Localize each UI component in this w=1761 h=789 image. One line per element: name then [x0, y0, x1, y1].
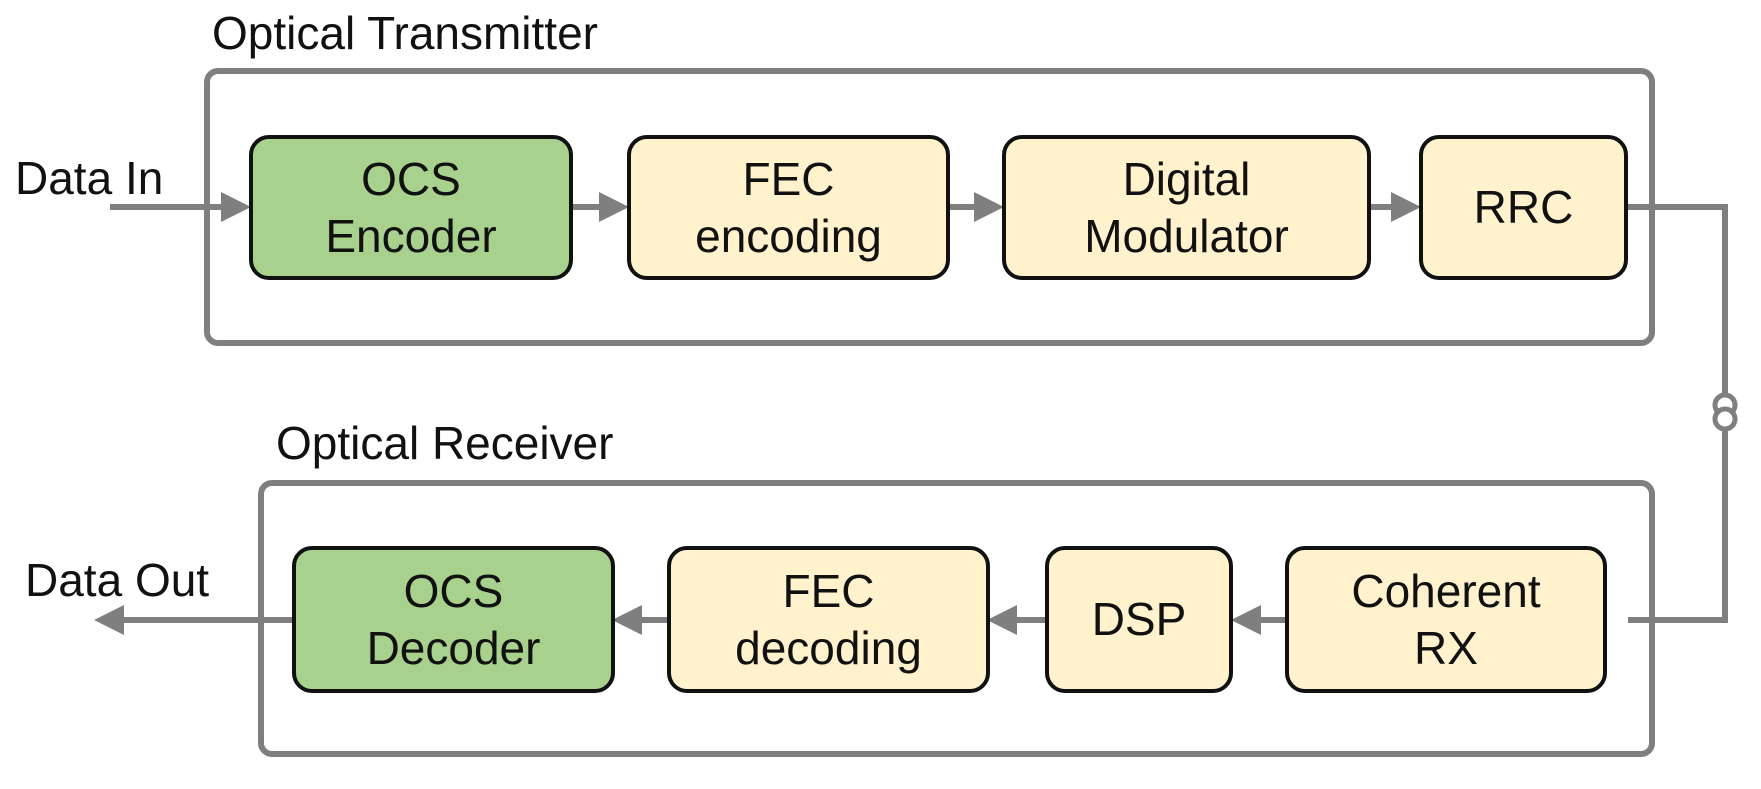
block-label: RRC [1473, 181, 1574, 234]
receiver-frame [258, 480, 1655, 757]
receiver-title: Optical Receiver [276, 417, 614, 469]
block-label: Coherent [1351, 565, 1541, 618]
block-label: Encoder [325, 209, 497, 262]
block-label: DSP [1091, 593, 1187, 646]
block-label: FEC [742, 153, 835, 206]
transmitter-frame [204, 68, 1655, 346]
block-label: encoding [695, 209, 882, 262]
block-label: RX [1414, 621, 1478, 674]
data-in-label: Data In [15, 152, 164, 204]
dsp-block: DSP [1045, 546, 1233, 693]
rrc-block: RRC [1419, 135, 1628, 280]
block-label: OCS [403, 565, 504, 618]
block-label: FEC [782, 565, 875, 618]
data-out-label: Data Out [25, 554, 210, 606]
block-label: OCS [361, 153, 461, 206]
block-label: decoding [735, 621, 922, 674]
transmitter-title: Optical Transmitter [212, 7, 598, 59]
fiber-coil-icon [1712, 392, 1738, 432]
block-label: Digital [1122, 153, 1251, 206]
block-label: Modulator [1084, 209, 1289, 262]
block-label: Decoder [366, 621, 541, 674]
